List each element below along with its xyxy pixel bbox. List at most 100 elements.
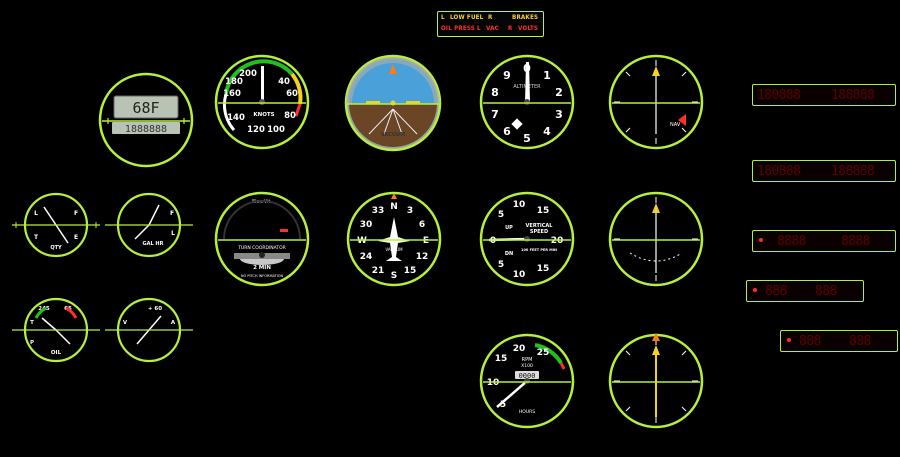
hdg-w: W — [357, 236, 367, 246]
tach-15: 15 — [495, 354, 508, 364]
asi-tick-100: 100 — [267, 125, 285, 135]
vertical-speed-indicator[interactable]: 0 5 10 15 20 15 10 5 VERTICAL SPEED 100 … — [479, 191, 575, 287]
asi-unit: KNOTS — [253, 112, 274, 118]
vsi-20: 20 — [551, 236, 564, 246]
oil-t: T — [30, 320, 34, 326]
fuel-quantity-gauge[interactable]: L F T E QTY — [12, 191, 100, 259]
flow-f: F — [170, 210, 174, 217]
tach-title: RPM — [522, 357, 533, 363]
hdg-s: S — [391, 271, 397, 281]
xpdr-dot — [753, 288, 757, 292]
annun-volts: VOLTS — [518, 25, 539, 32]
com-radio-1[interactable]: 180888 188888 — [752, 84, 896, 106]
tach-5: 5 — [500, 400, 506, 410]
asi-tick-160: 160 — [223, 89, 241, 99]
asi-tick-60: 60 — [286, 89, 298, 99]
alt-tick-3: 3 — [555, 108, 563, 121]
annun-r-volts: R — [508, 25, 513, 32]
vsi-10-dn: 10 — [513, 270, 526, 280]
clock-digits: 1888888 — [125, 124, 167, 135]
dme-right-digits: 888 — [849, 334, 871, 349]
course-deviation-indicator[interactable] — [608, 191, 704, 287]
asi-tick-80: 80 — [284, 111, 296, 121]
hdg-33: 33 — [372, 206, 385, 216]
adf-indicator[interactable]: NAV — [608, 54, 704, 150]
com1-right-digits: 188888 — [831, 88, 875, 103]
adf-right-digits: 8888 — [841, 234, 871, 249]
alt-tick-7: 7 — [491, 108, 499, 121]
hdg-21: 21 — [372, 266, 385, 276]
adf-indicator-2[interactable] — [608, 333, 704, 429]
annunciator-panel: L LOW FUEL R BRAKES OIL PRESS L VAC R VO… — [437, 11, 544, 37]
nav1-left: 180888 — [757, 164, 801, 179]
volt-v: V — [123, 320, 128, 326]
tc-title: TURN COORDINATOR — [237, 245, 286, 251]
nav1-left-digits: 180888 — [757, 164, 801, 179]
attitude-indicator[interactable]: VACUUM — [344, 54, 442, 152]
airspeed-indicator[interactable]: 40 60 80 100 120 140 160 180 200 KNOTS — [214, 54, 310, 150]
alt-tick-8: 8 — [491, 86, 499, 99]
tach-20: 20 — [513, 344, 526, 354]
transponder[interactable]: 888 888 — [746, 280, 864, 302]
hdg-30: 30 — [360, 220, 373, 230]
hdg-6: 6 — [419, 220, 425, 230]
fuel-t: T — [34, 234, 39, 241]
annun-oil-press: OIL PRESS — [441, 25, 475, 32]
adf-left-digits: 8888 — [777, 234, 807, 249]
hdg-15: 15 — [404, 266, 417, 276]
adf-radio[interactable]: 8888 8888 — [752, 230, 896, 252]
vsi-title-2: SPEED — [530, 229, 548, 235]
fuel-e: E — [74, 234, 78, 241]
nav-radio-1[interactable]: 180888 188888 — [752, 160, 896, 182]
oil-p: P — [30, 340, 34, 346]
hdg-e: E — [423, 236, 429, 246]
alt-tick-5: 5 — [523, 132, 531, 145]
adf-left: 8888 — [777, 234, 807, 249]
heading-indicator[interactable]: N 3 6 E 12 15 S 21 24 W 30 33 VACUUM — [346, 191, 442, 287]
vsi-title-1: VERTICAL — [526, 223, 554, 229]
fuel-l: L — [34, 210, 38, 217]
alt-tick-4: 4 — [543, 125, 551, 138]
dme-dot — [787, 338, 791, 342]
tc-sub: NO PITCH INFORMATION — [241, 274, 284, 278]
annun-r-fuel: R — [488, 14, 493, 21]
fuel-flow-gauge[interactable]: F L GAL HR — [105, 191, 193, 259]
alt-tick-2: 2 — [555, 86, 563, 99]
oil-gauge[interactable]: 245 65 T P OIL — [12, 296, 100, 364]
turn-coordinator[interactable]: Elev.Vit. 2 MIN NO PITCH INFORMATION TUR… — [214, 191, 310, 287]
xpdr-right-digits: 888 — [815, 284, 837, 299]
volt-amp-gauge[interactable]: + 60 V A — [105, 296, 193, 364]
annun-l-vac: L — [477, 25, 481, 32]
flow-label: GAL HR — [143, 241, 164, 247]
alt-tick-6: 6 — [503, 125, 511, 138]
vsi-5-up: 5 — [498, 210, 504, 220]
adf-label: NAV — [670, 122, 681, 128]
clock-temp: 68F — [132, 99, 159, 117]
vsi-10-up: 10 — [513, 200, 526, 210]
asi-tick-40: 40 — [278, 77, 290, 87]
alt-tick-9: 9 — [503, 69, 511, 82]
dme-radio[interactable]: 888 888 — [780, 330, 898, 352]
hdg-12: 12 — [416, 252, 429, 262]
adf-right: 8888 — [841, 234, 871, 249]
tach-10: 10 — [487, 378, 500, 388]
clock-gauge[interactable]: 68F 1888888 — [98, 72, 194, 168]
alt-tick-1: 1 — [543, 69, 551, 82]
vsi-15-up: 15 — [537, 206, 550, 216]
xpdr-left-digits: 888 — [765, 284, 787, 299]
fuel-qty: QTY — [50, 245, 62, 251]
com1-left-digits: 180888 — [757, 88, 801, 103]
volt-v1: + 60 — [148, 306, 162, 312]
altimeter[interactable]: 0 1 2 3 4 5 6 7 8 9 ALTIMETER — [479, 54, 575, 150]
tach-sub: X100 — [521, 363, 533, 369]
asi-tick-140: 140 — [227, 113, 245, 123]
com1-left: 180888 — [757, 88, 801, 103]
ai-label: VACUUM — [381, 132, 405, 138]
annunciator-row-1: L LOW FUEL R BRAKES — [438, 14, 543, 26]
xpdr-left: 888 — [765, 284, 787, 299]
com1-right: 188888 — [831, 88, 875, 103]
annunciator-row-2: OIL PRESS L VAC R VOLTS — [438, 25, 543, 37]
xpdr-right: 888 — [815, 284, 837, 299]
tachometer[interactable]: 5 10 15 20 25 RPM X100 0000 HOURS — [479, 333, 575, 429]
dme-right: 888 — [849, 334, 871, 349]
